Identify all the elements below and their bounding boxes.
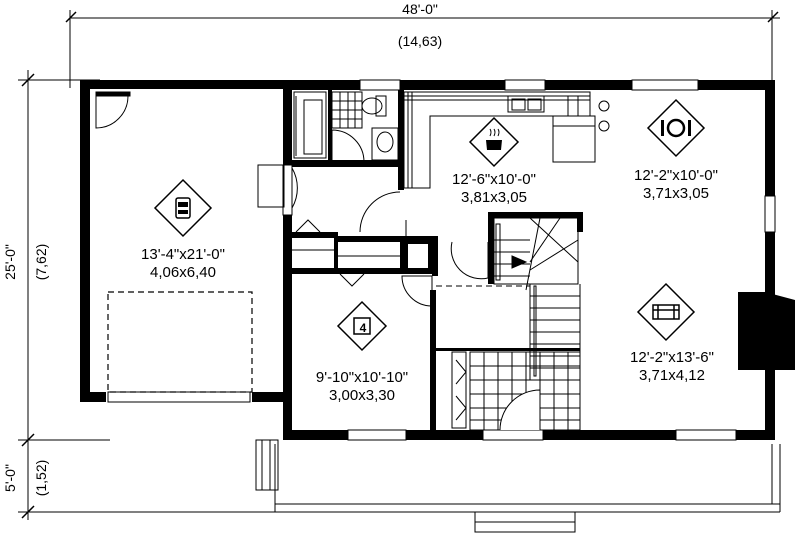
bedroom-size-imperial: 9'-10"x10'-10": [316, 369, 408, 386]
dining-size-metric: 3,71x3,05: [643, 185, 709, 202]
exterior-openings: [107, 79, 776, 441]
porch-depth-metric: (1,52): [33, 460, 49, 497]
cooking-pot-icon: [468, 116, 520, 168]
hall-closets: [291, 167, 489, 307]
porch-depth-imperial: 5'-0": [2, 464, 18, 492]
dimension-lines: [18, 10, 780, 520]
overall-depth-imperial: 25'-0": [2, 244, 18, 280]
car-icon: [153, 178, 213, 238]
porch: [255, 439, 781, 533]
sofa-icon: [636, 282, 696, 342]
garage-size-imperial: 13'-4"x21'-0": [141, 246, 225, 263]
dining-size-imperial: 12'-2"x10'-0": [634, 167, 718, 184]
bed-icon-number: 4: [360, 321, 367, 335]
kitchen: [359, 91, 610, 233]
overall-width-imperial: 48'-0": [402, 1, 438, 17]
fireplace: [765, 292, 795, 370]
living-size-metric: 3,71x4,12: [639, 367, 705, 384]
overall-depth-metric: (7,62): [33, 244, 49, 281]
overall-width-metric: (14,63): [398, 33, 442, 49]
bathroom: [293, 91, 399, 163]
living-size-imperial: 12'-2"x13'-6": [630, 349, 714, 366]
kitchen-size-metric: 3,81x3,05: [461, 189, 527, 206]
entry-tile: [451, 351, 581, 431]
garage-size-metric: 4,06x6,40: [150, 264, 216, 281]
bed-number-icon: 4: [336, 300, 388, 352]
plate-cutlery-icon: [646, 98, 706, 158]
garage: [95, 91, 285, 393]
bedroom-size-metric: 3,00x3,30: [329, 387, 395, 404]
interior-walls: [292, 90, 583, 430]
kitchen-size-imperial: 12'-6"x10'-0": [452, 171, 536, 188]
